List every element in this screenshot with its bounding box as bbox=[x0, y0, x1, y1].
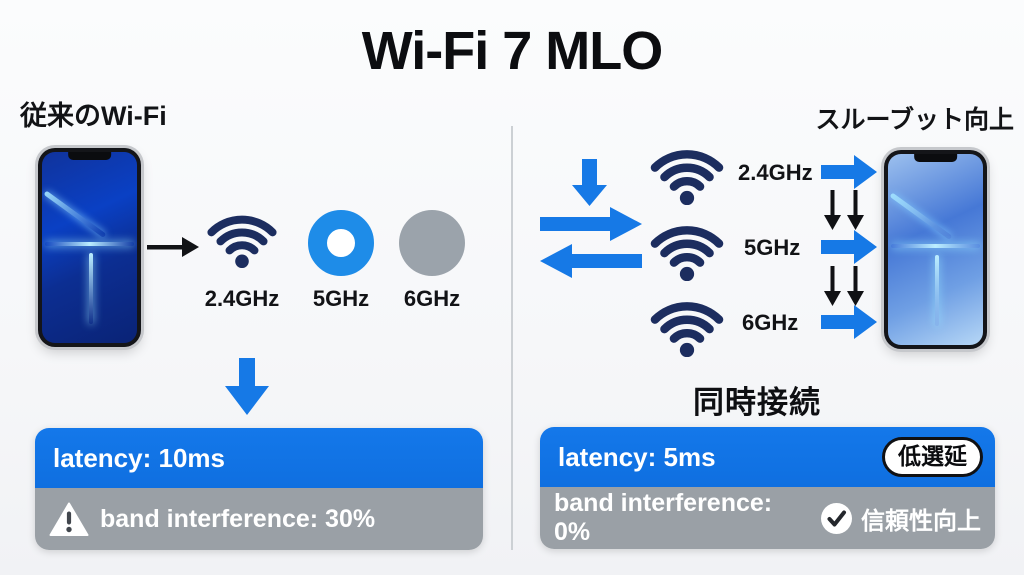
double-down-arrow-icon bbox=[824, 266, 864, 306]
warning-icon bbox=[49, 502, 89, 536]
band-label-2-4ghz: 2.4GHz bbox=[204, 286, 280, 311]
band-label-5ghz: 5GHz bbox=[312, 286, 370, 311]
wifi-icon bbox=[650, 226, 724, 281]
interference-bar: band interference: 30% bbox=[35, 488, 483, 550]
down-arrow-icon bbox=[225, 358, 269, 415]
ring-icon bbox=[308, 210, 374, 276]
left-section-header: 従来のWi-Fi bbox=[20, 101, 167, 131]
band-label-5ghz: 5GHz bbox=[744, 235, 801, 260]
interference-bar: band interference: 0% 信頼性向上 bbox=[540, 487, 995, 549]
smartphone-right bbox=[884, 150, 987, 349]
double-down-arrow-icon bbox=[824, 190, 864, 230]
phone-screen bbox=[42, 152, 137, 343]
reliability-cluster: 信頼性向上 bbox=[820, 501, 981, 536]
band-label-6ghz: 6GHz bbox=[403, 286, 461, 311]
right-arrow-icon bbox=[821, 155, 877, 189]
wifi-icon bbox=[650, 302, 724, 357]
page-title: Wi-Fi 7 MLO bbox=[361, 21, 663, 81]
wifi-icon bbox=[207, 215, 277, 268]
right-arrow-icon bbox=[821, 305, 877, 339]
right-arrow-icon bbox=[821, 230, 877, 264]
phone-screen bbox=[888, 154, 983, 345]
smartphone-left bbox=[38, 148, 141, 347]
right-section-header: スルーブット向上 bbox=[815, 106, 1014, 134]
low-latency-badge: 低選延 bbox=[882, 437, 983, 477]
latency-bar: latency: 5ms 低選延 bbox=[540, 427, 995, 487]
simultaneous-connection-caption: 同時接続 bbox=[693, 385, 821, 420]
latency-text: latency: 5ms bbox=[558, 441, 716, 472]
phone-notch bbox=[67, 152, 112, 160]
band-label-2-4ghz: 2.4GHz bbox=[738, 160, 813, 185]
latency-bar: latency: 10ms bbox=[35, 428, 483, 488]
check-circle-icon bbox=[821, 502, 852, 534]
right-metric-card: latency: 5ms 低選延 band interference: 0% 信… bbox=[540, 427, 995, 549]
bidirectional-arrows-icon bbox=[540, 159, 642, 278]
latency-text: latency: 10ms bbox=[53, 442, 225, 473]
wifi-icon bbox=[650, 150, 724, 205]
section-divider bbox=[511, 126, 513, 550]
reliability-text: 信頼性向上 bbox=[861, 507, 981, 535]
left-metric-card: latency: 10ms band interference: 30% bbox=[35, 428, 483, 550]
right-arrow-icon bbox=[147, 237, 199, 257]
band-label-6ghz: 6GHz bbox=[742, 310, 799, 335]
interference-text: band interference: 0% bbox=[554, 489, 773, 546]
interference-text: band interference: 30% bbox=[100, 504, 376, 533]
gray-circle-icon bbox=[399, 210, 465, 276]
phone-notch bbox=[913, 154, 958, 162]
